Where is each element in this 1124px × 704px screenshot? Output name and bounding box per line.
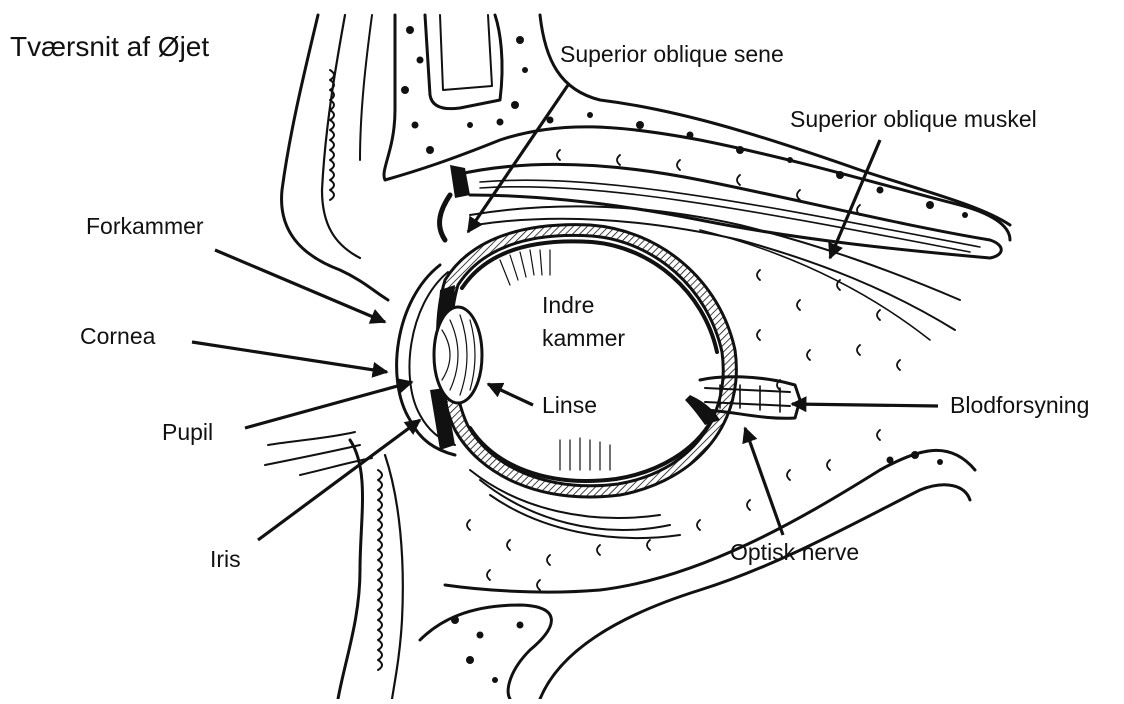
lens (434, 307, 482, 403)
label-iris: Iris (210, 546, 241, 572)
label-indre-kammer-line1: Indre (542, 292, 594, 318)
label-indre-kammer-line2: kammer (542, 325, 625, 351)
upper-lid-skin (282, 15, 388, 300)
arrow-forkammer (215, 250, 385, 322)
arrow-pupil (245, 382, 412, 428)
label-pupil: Pupil (162, 419, 213, 445)
label-linse: Linse (542, 392, 597, 418)
arrow-iris (258, 420, 420, 540)
label-cornea: Cornea (80, 323, 156, 349)
arrow-optisk-nerve (745, 428, 783, 535)
label-optisk-nerve: Optisk nerve (730, 539, 859, 565)
diagram-title: Tværsnit af Øjet (10, 31, 209, 62)
label-forkammer: Forkammer (86, 213, 204, 239)
arrow-blodforsyning (792, 404, 938, 406)
arrow-cornea (192, 342, 387, 372)
lower-lid-skin (265, 432, 403, 699)
label-superior-oblique-muskel: Superior oblique muskel (790, 106, 1037, 132)
lower-orbital-bone (420, 450, 975, 699)
arrow-superior-oblique-muskel (830, 140, 880, 258)
label-blodforsyning: Blodforsyning (950, 392, 1089, 418)
label-superior-oblique-sene: Superior oblique sene (560, 41, 784, 67)
